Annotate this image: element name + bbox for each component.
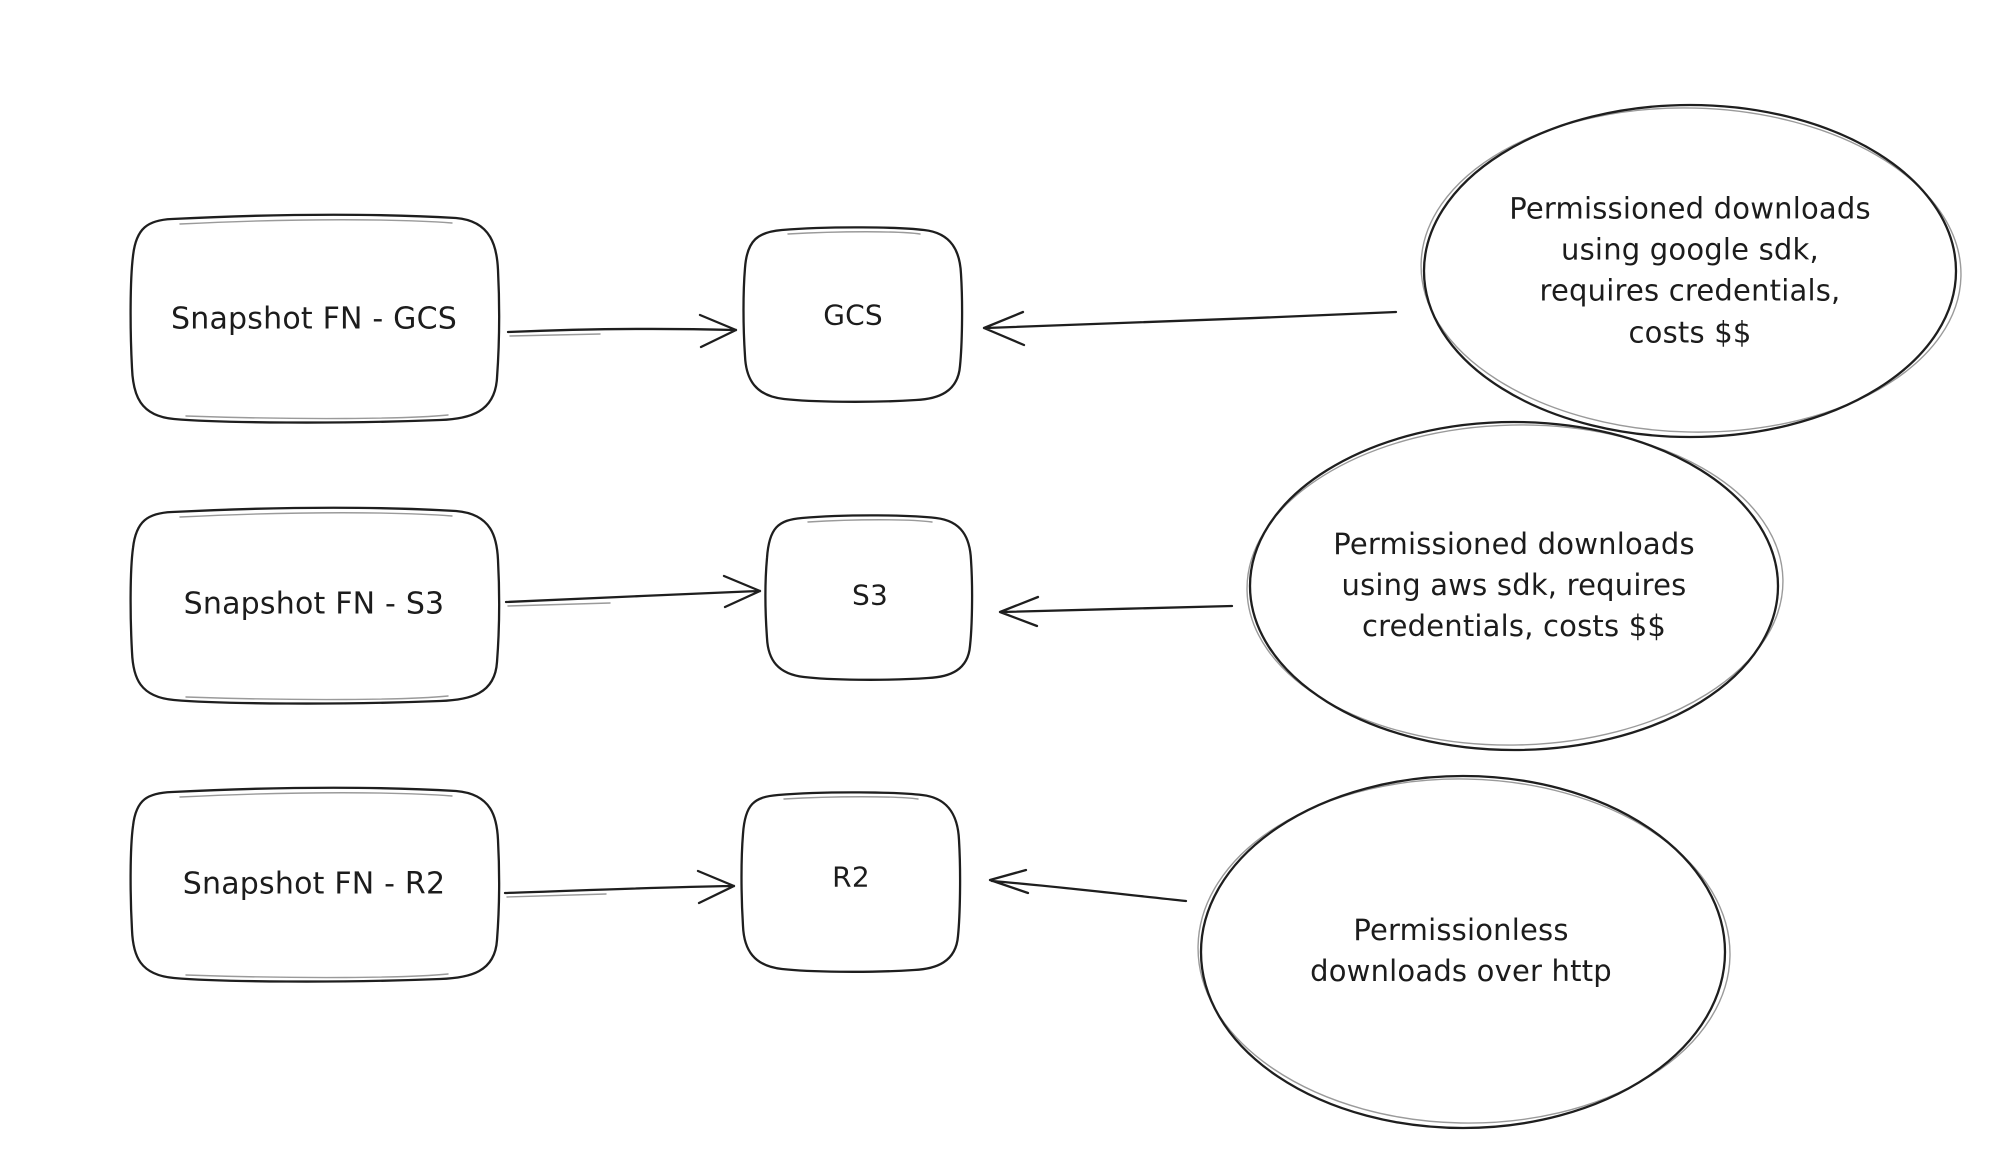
- snapshot-fn-r2-shape: [129, 786, 501, 983]
- arrow-snapshot-gcs-to-gcs: [506, 313, 738, 349]
- gcs-note-text: Permissioned downloads using google sdk,…: [1509, 191, 1871, 350]
- arrow-note-to-gcs: [982, 310, 1398, 347]
- s3-bucket-label: S3: [852, 578, 888, 612]
- s3-note-text: Permissioned downloads using aws sdk, re…: [1333, 527, 1695, 644]
- snapshot-fn-s3-label: Snapshot FN - S3: [183, 586, 445, 622]
- note-ellipse-gcs: [1420, 103, 1962, 439]
- note-ellipse-s3: [1246, 420, 1784, 752]
- snapshot-fn-gcs-shape: [129, 213, 501, 424]
- arrow-note-to-s3: [998, 595, 1234, 628]
- gcs-bucket-shape: [742, 226, 964, 403]
- gcs-bucket-label: GCS: [823, 298, 883, 332]
- arrow-snapshot-s3-to-s3: [504, 574, 762, 609]
- arrow-note-to-r2: [988, 868, 1188, 903]
- r2-note-text: Permissionless downloads over http: [1310, 912, 1612, 988]
- r2-bucket-label: R2: [832, 860, 870, 894]
- note-ellipse-r2: [1197, 774, 1731, 1130]
- snapshot-fn-r2-label: Snapshot FN - R2: [182, 866, 446, 902]
- arrow-snapshot-r2-to-r2: [503, 869, 736, 905]
- snapshot-fn-gcs-label: Snapshot FN - GCS: [170, 301, 458, 337]
- r2-bucket-shape: [740, 791, 962, 973]
- s3-bucket-shape: [764, 514, 974, 681]
- snapshot-fn-s3-shape: [129, 506, 501, 705]
